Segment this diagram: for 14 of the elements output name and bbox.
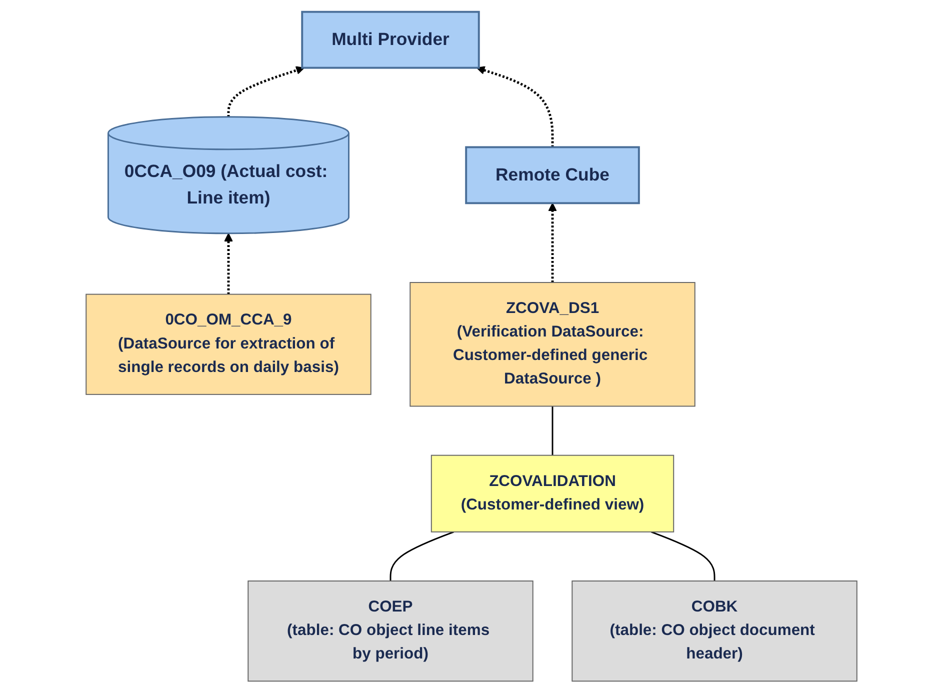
arrow bbox=[548, 202, 557, 282]
node-box: COEP (table: CO object line items by period) bbox=[248, 580, 534, 682]
node-box: Remote Cube bbox=[465, 146, 640, 204]
arrow bbox=[227, 66, 305, 117]
node-box: ZCOVA_DS1 (Verification DataSource: Customer-defined generic DataSource ) bbox=[410, 282, 696, 407]
connector bbox=[552, 406, 554, 456]
connector bbox=[390, 531, 454, 581]
node-box: Multi Provider bbox=[301, 10, 480, 69]
node-box: 0CO_OM_CCA_9 (DataSource for extraction of single records on daily basis) bbox=[86, 294, 372, 395]
arrow bbox=[476, 66, 554, 148]
node-box: COBK (table: CO object document header) bbox=[572, 580, 858, 682]
connector bbox=[650, 531, 716, 581]
node-box: ZCOVALIDATION (Customer-defined view) bbox=[430, 454, 674, 532]
arrow bbox=[224, 233, 233, 294]
